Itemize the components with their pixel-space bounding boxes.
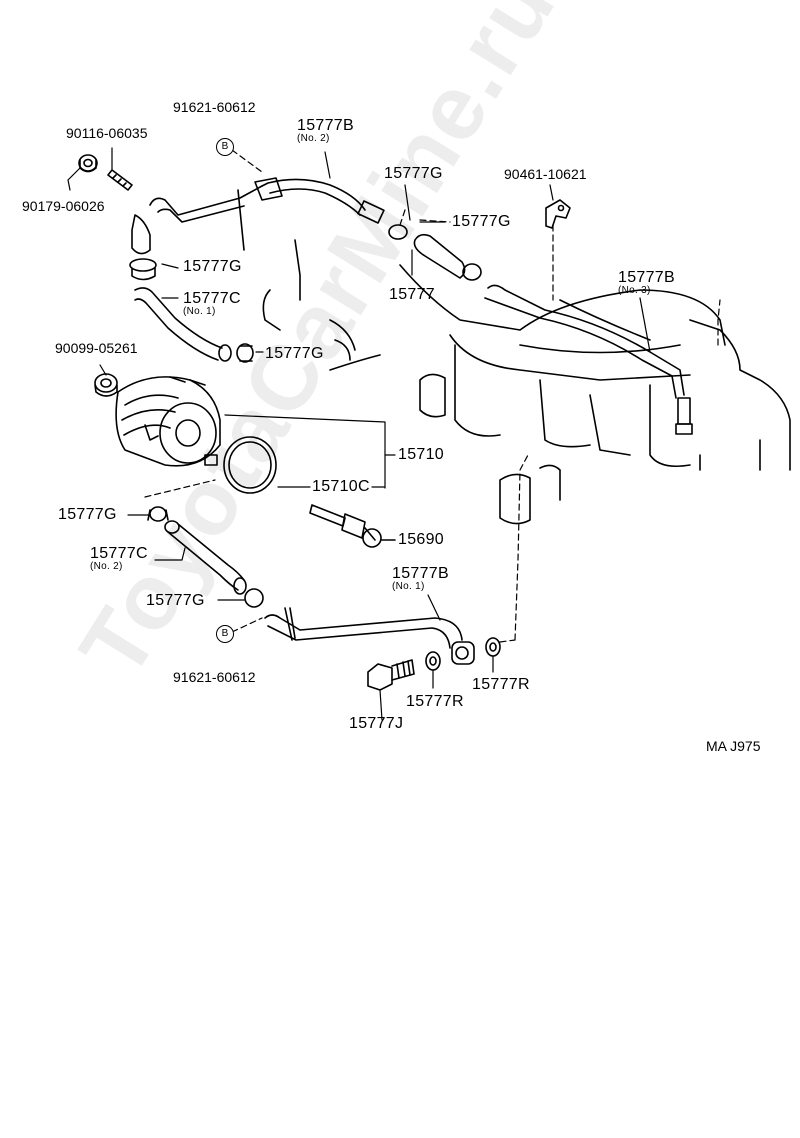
part-label-91621-bottom: 91621-60612 [173,669,256,685]
engine-block-outline [262,239,791,525]
part-number: 15777C [90,545,148,562]
part-number: 15777B [297,117,354,134]
part-label-15777G-b: 15777G [452,213,511,230]
part-sub: (No. 2) [297,133,330,144]
part-label-15777J: 15777J [349,715,404,732]
o-ring-15710C [223,436,277,494]
part-number: 15777B [392,565,449,582]
seal-90099 [94,373,118,397]
part-label-15777B-no2: 15777B (No. 2) [297,118,354,144]
nut-90179 [78,154,98,173]
part-sub: (No. 1) [183,306,216,317]
union-bolt-15777J [367,659,415,691]
tube-15777B-no3 [484,284,693,435]
part-label-15777G-a: 15777G [384,165,443,182]
part-label-90116: 90116-06035 [66,125,148,141]
part-sub: (No. 3) [618,285,651,296]
oil-cooler-15710 [115,376,221,467]
part-label-15777G-e: 15777G [58,506,117,523]
dashed-reference-lines [144,149,721,643]
hose-15777C-no1 [129,258,254,363]
part-label-15777G-c: 15777G [183,258,242,275]
part-label-15777: 15777 [389,286,435,303]
part-label-15777B-no3: 15777B (No. 3) [618,270,675,296]
tube-15777B-no2 [131,177,385,255]
part-label-15710: 15710 [398,446,444,463]
label-leaders [67,147,651,721]
b-marker-bottom: B [216,625,234,643]
part-label-15777R-a: 15777R [472,676,530,693]
leader-15710 [224,414,396,489]
part-label-15777G-d: 15777G [265,345,324,362]
hose-15777 [388,224,482,281]
bracket-90461 [545,199,571,229]
part-label-90099: 90099-05261 [55,340,138,356]
part-label-15777B-no1: 15777B (No. 1) [392,566,449,592]
part-label-15777G-f: 15777G [146,592,205,609]
tube-15777B-no1 [264,607,475,665]
part-label-15710C: 15710C [312,478,370,495]
relief-valve-15690 [309,504,396,548]
part-label-90179: 90179-06026 [22,198,105,214]
part-sub: (No. 1) [392,581,425,592]
hose-15777C-no2 [147,506,264,608]
part-label-90461: 90461-10621 [504,166,587,182]
part-label-15777R-b: 15777R [406,693,464,710]
part-label-15690: 15690 [398,531,444,548]
part-sub: (No. 2) [90,561,123,572]
part-label-15777C-no2: 15777C (No. 2) [90,546,148,572]
b-marker-top: B [216,138,234,156]
part-number: 15777B [618,269,675,286]
washer-15777R-b [485,637,501,657]
bolt-90116 [107,169,133,191]
washer-15777R-a [425,651,441,671]
part-number: 15777C [183,290,241,307]
part-label-91621-top: 91621-60612 [173,99,256,115]
part-label-15777C-no1: 15777C (No. 1) [183,291,241,317]
diagram-code: MA J975 [706,738,761,754]
